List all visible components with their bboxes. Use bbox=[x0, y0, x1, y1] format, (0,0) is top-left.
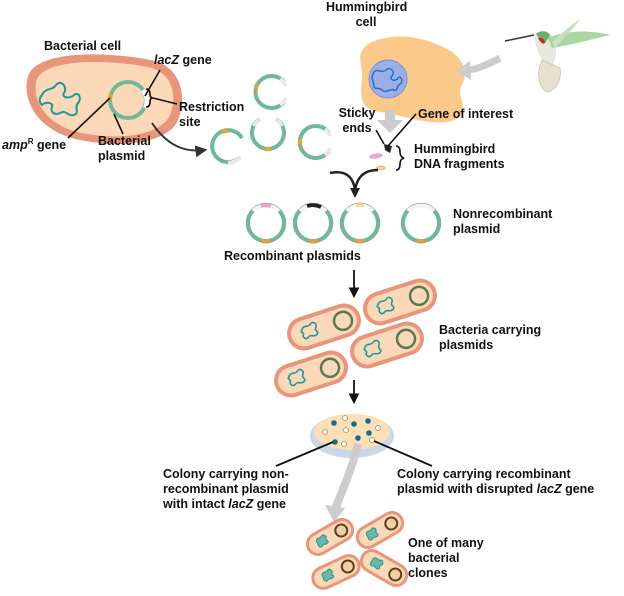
label-colony-recombinant: Colony carrying recombinant plasmid with… bbox=[397, 467, 594, 497]
label-colony-rec-line2-pre: plasmid with disrupted bbox=[397, 482, 537, 496]
label-hummingbird-dna-line1: Hummingbird bbox=[414, 142, 496, 156]
label-colony-non-line3-post: gene bbox=[253, 497, 286, 511]
arrow-cell-to-cut-plasmids bbox=[151, 122, 208, 158]
arrow-cell-to-fragments-shaft bbox=[385, 110, 395, 122]
label-clones-line2: bacterial bbox=[408, 551, 460, 565]
leader-lines-hummingbird bbox=[375, 113, 417, 171]
nonrecombinant-plasmid bbox=[400, 202, 442, 244]
label-lacz-gene-suffix: gene bbox=[179, 53, 212, 67]
label-clones-line3: clones bbox=[408, 566, 448, 580]
label-colony-rec-line2: plasmid with disrupted lacZ gene bbox=[397, 482, 594, 497]
label-clones-line1: One of many bbox=[408, 536, 484, 550]
label-gene-of-interest: Gene of interest bbox=[418, 107, 514, 121]
leader-colony-nonrecombinant bbox=[275, 441, 334, 467]
label-colony-non-line2: recombinant plasmid bbox=[163, 482, 289, 496]
recombinant-plasmid-1 bbox=[245, 202, 287, 244]
label-hummingbird-cell-line1: Hummingbird bbox=[326, 0, 408, 14]
label-colony-rec-line1: Colony carrying recombinant bbox=[397, 467, 571, 481]
label-bacteria-carrying-line1: Bacteria carrying bbox=[439, 323, 542, 337]
bacterial-cell bbox=[26, 54, 183, 144]
hummingbird bbox=[504, 19, 610, 93]
label-colony-rec-line2-post: gene bbox=[561, 482, 595, 496]
arrow-merge-left bbox=[329, 171, 357, 191]
arrow-cell-to-fragments-head bbox=[377, 120, 403, 133]
cut-plasmids bbox=[210, 74, 332, 165]
colonies-blue bbox=[331, 418, 372, 445]
arrow-to-clones bbox=[331, 443, 362, 512]
label-hummingbird-dna-line2: DNA fragments bbox=[414, 157, 505, 171]
chromosome bbox=[38, 81, 81, 117]
recombinant-plasmid-2 bbox=[292, 202, 334, 244]
label-bacteria-carrying-line2: plasmids bbox=[439, 338, 494, 352]
label-ampr-gene: ampR gene bbox=[2, 134, 66, 153]
leader-colony-recombinant bbox=[373, 440, 433, 467]
label-colony-non-line3: with intact lacZ gene bbox=[163, 497, 289, 512]
label-bacterial-clones: One of many bacterial clones bbox=[408, 536, 484, 581]
label-lacz-gene-italic: lacZ bbox=[154, 53, 180, 67]
label-colony-non-line3-pre: with intact bbox=[163, 497, 229, 511]
label-colony-nonrecombinant: Colony carrying non- recombinant plasmid… bbox=[163, 467, 289, 512]
bacterial-clones bbox=[305, 511, 409, 590]
colonies-white bbox=[322, 415, 381, 447]
dna-fragments bbox=[369, 144, 392, 171]
label-hummingbird-cell-line2: cell bbox=[355, 15, 377, 29]
recombinant-plasmids bbox=[245, 202, 381, 244]
bacteria-carrying-plasmids bbox=[274, 278, 437, 398]
label-restriction-site-line2: site bbox=[179, 115, 201, 129]
leader-lines-main bbox=[67, 69, 178, 139]
label-bacterial-plasmid-line2: plasmid bbox=[98, 149, 146, 163]
label-sticky-ends-line2: ends bbox=[342, 121, 372, 135]
label-nonrecombinant-line2: plasmid bbox=[453, 222, 501, 236]
label-colony-rec-line2-italic: lacZ bbox=[536, 482, 562, 496]
label-recombinant-plasmids: Recombinant plasmids bbox=[224, 249, 361, 263]
label-nonrecombinant-line1: Nonrecombinant bbox=[453, 207, 553, 221]
label-ampr-italic: amp bbox=[2, 138, 28, 153]
arrow-merge-right bbox=[353, 168, 379, 191]
label-ampr-suffix: gene bbox=[33, 138, 67, 153]
hummingbird-cell bbox=[360, 36, 465, 123]
label-lacz-gene: lacZ gene bbox=[154, 53, 212, 68]
petri-dish bbox=[310, 414, 394, 458]
label-bacterial-plasmid-line1: Bacterial bbox=[98, 134, 151, 148]
label-ampr-sup: R bbox=[27, 137, 34, 146]
label-sticky-ends-line1: Sticky bbox=[338, 106, 376, 120]
label-colony-non-line1: Colony carrying non- bbox=[163, 467, 289, 481]
label-restriction-site-line1: Restriction bbox=[179, 100, 245, 114]
label-bacterial-cell: Bacterial cell bbox=[44, 39, 122, 53]
arrow-bird-to-cell bbox=[465, 54, 502, 74]
recombinant-plasmid-3 bbox=[339, 202, 381, 244]
label-colony-non-line3-italic: lacZ bbox=[228, 497, 254, 511]
